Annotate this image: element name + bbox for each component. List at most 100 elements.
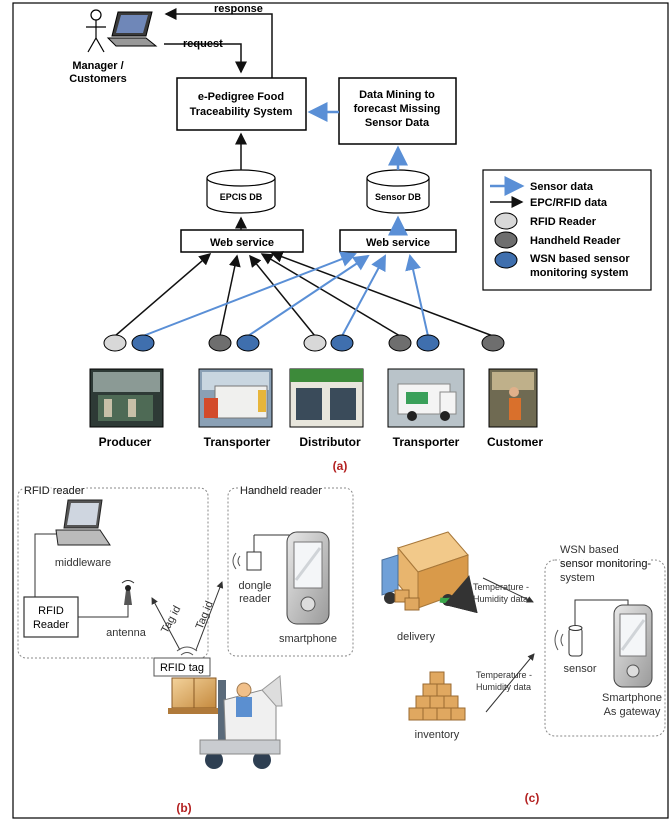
photo-labels: Producer Transporter Distributor Transpo… (99, 435, 544, 449)
data-mining-line3: Sensor Data (365, 117, 430, 129)
gateway-label-2: As gateway (604, 706, 661, 718)
web-service-left-box (180, 229, 304, 253)
tag-signal-icon (176, 646, 198, 656)
label-customer: Customer (487, 435, 543, 449)
wsn-title-2: sensor monitoring- (560, 558, 651, 570)
smartphone-label: smartphone (279, 633, 337, 645)
actor-label-1: Manager / (72, 60, 123, 72)
temp-top-2: Humidity data (473, 594, 528, 604)
forklift-icon (168, 675, 283, 769)
transporter2-wsn-node (416, 334, 440, 352)
wsn-group (544, 559, 666, 737)
web-service-left-label: Web service (210, 237, 274, 249)
legend-rfid-node (494, 212, 518, 230)
laptop-icon (106, 11, 158, 47)
data-mining-line2: forecast Missing (354, 103, 441, 115)
gateway-label-1: Smartphone (602, 692, 662, 704)
temp-bottom-2: Humidity data (476, 682, 531, 692)
dongle-signal-icon (232, 552, 241, 570)
legend-sensor-data: Sensor data (530, 181, 594, 193)
data-mining-line1: Data Mining to (359, 89, 435, 101)
label-producer: Producer (99, 435, 152, 449)
sensor-label: sensor (563, 663, 596, 675)
figure-border (12, 2, 669, 819)
actor-label-2: Customers (69, 73, 126, 85)
wsn-title-1: WSN based (560, 544, 619, 556)
rfid-reader-box-line1: RFID (38, 605, 64, 617)
middleware-label: middleware (55, 557, 111, 569)
sensor-db-cylinder (366, 169, 430, 214)
caption-c: (c) (525, 791, 540, 805)
delivery-truck-icon (381, 531, 478, 614)
delivery-to-wsn-arrow (482, 577, 534, 603)
sensor-data-lines (142, 251, 429, 337)
epcis-db-cylinder (206, 169, 276, 214)
distributor-rfid-node (303, 334, 327, 352)
label-transporter-2: Transporter (393, 435, 460, 449)
transporter2-photo (387, 368, 465, 428)
inventory-label: inventory (415, 729, 460, 741)
transporter1-photo (198, 368, 273, 428)
traceability-line2: Traceability System (190, 106, 293, 118)
actor-icon (86, 9, 106, 53)
legend-handheld-node (494, 231, 518, 249)
rfid-reader-group (17, 487, 209, 659)
inventory-boxes-icon (408, 671, 466, 721)
epc-data-lines (114, 251, 494, 337)
response-arrow (164, 8, 273, 95)
wsn-title-3: system (560, 572, 595, 584)
legend-wsn-1: WSN based sensor (530, 253, 630, 265)
dongle-label-1: dongle (238, 580, 271, 592)
node-row (103, 334, 505, 352)
sensor-db-label: Sensor DB (375, 192, 422, 202)
rfid-reader-box (23, 596, 79, 638)
rfid-reader-title: RFID reader (24, 485, 85, 497)
label-distributor: Distributor (299, 435, 361, 449)
caption-a: (a) (333, 459, 348, 473)
tag-id-left-label: Tag id (159, 604, 183, 636)
tag-id-right-label: Tag id (194, 599, 216, 631)
middleware-laptop-icon (55, 499, 111, 546)
transporter1-wsn-node (236, 334, 260, 352)
tag-id-right-arrow (195, 581, 224, 651)
transporter2-handheld-node (388, 334, 412, 352)
rfid-reader-box-line2: Reader (33, 619, 69, 631)
customer-photo (488, 368, 538, 428)
legend-wsn-node (494, 251, 518, 269)
tag-id-left-arrow (151, 597, 181, 651)
temp-bottom-1: Temperature - (476, 670, 532, 680)
legend-wsn-2: monitoring system (530, 267, 629, 279)
customer-handheld-node (481, 334, 505, 352)
rfid-tag-box (153, 657, 211, 677)
handheld-reader-group (227, 487, 354, 657)
distributor-wsn-node (330, 334, 354, 352)
dongle-icon (246, 551, 262, 571)
legend-handheld-reader: Handheld Reader (530, 235, 621, 247)
inventory-to-wsn-arrow (485, 653, 535, 713)
traceability-line1: e-Pedigree Food (198, 91, 284, 103)
handheld-title-bg: Handheld reader (240, 485, 322, 497)
gateway-smartphone-icon (613, 604, 653, 688)
handheld-title: Handheld reader (240, 485, 322, 497)
middleware-wire (34, 533, 56, 600)
dongle-label-2: reader (239, 593, 271, 605)
request-arrow (164, 43, 247, 74)
smartphone-icon (286, 531, 330, 625)
legend-epc-data: EPC/RFID data (530, 197, 608, 209)
sensor-icon (554, 599, 629, 657)
request-label: request (183, 38, 223, 50)
reader-antenna-wire (78, 605, 129, 618)
transporter1-handheld-node (208, 334, 232, 352)
producer-rfid-node (103, 334, 127, 352)
rfid-reader-title-bg: RFID reader (24, 485, 85, 497)
wsn-title-2-bg: sensor monitoring- (560, 558, 651, 570)
antenna-label: antenna (106, 627, 147, 639)
antenna-icon (121, 580, 135, 605)
rfid-tag-label: RFID tag (160, 662, 204, 674)
web-service-right-label: Web service (366, 237, 430, 249)
producer-photo (89, 368, 164, 428)
legend-rfid-reader: RFID Reader (530, 216, 597, 228)
producer-wsn-node (131, 334, 155, 352)
